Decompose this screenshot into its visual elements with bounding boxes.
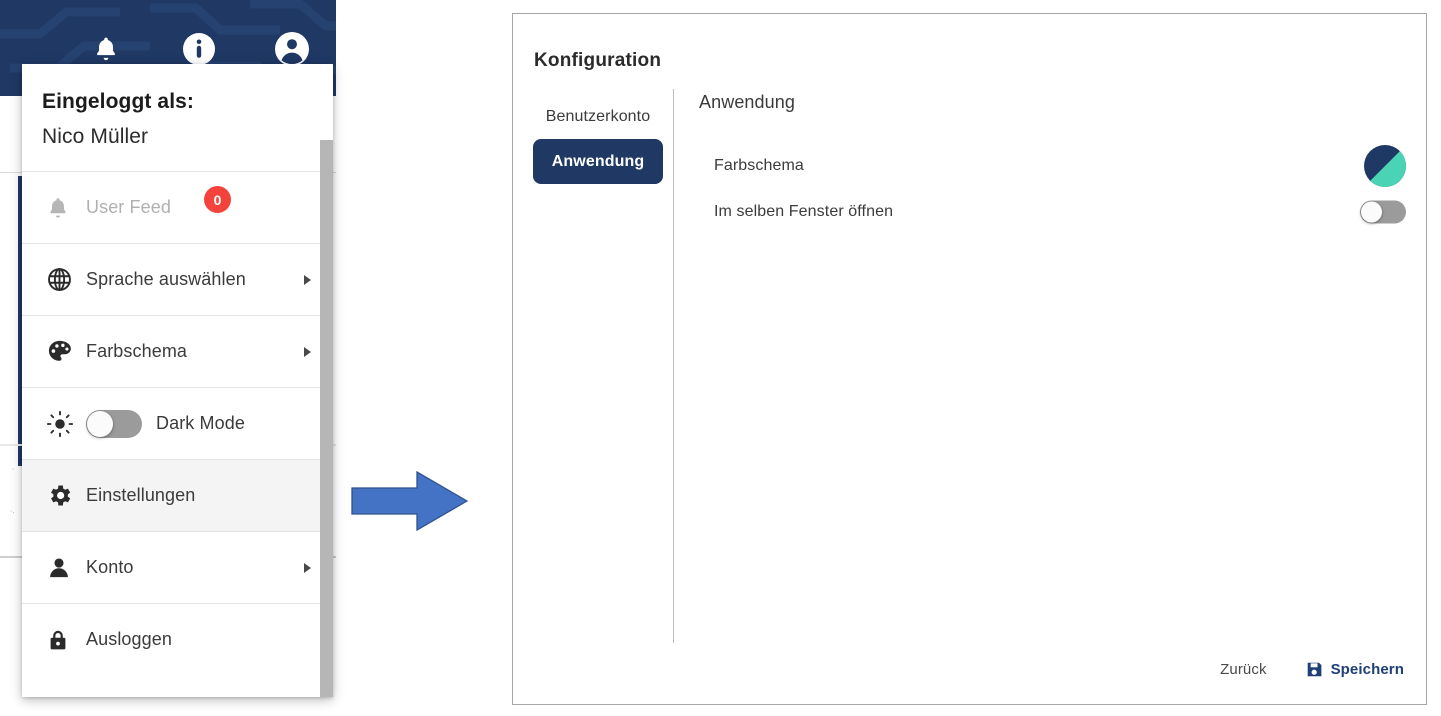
section-title: Anwendung xyxy=(699,92,795,112)
dialog-footer: Zurück Speichern xyxy=(1220,660,1404,679)
tab-benutzerkonto[interactable]: Benutzerkonto xyxy=(533,94,663,139)
setting-row-open-same-window: Im selben Fenster öffnen xyxy=(688,189,1408,235)
globe-icon xyxy=(46,266,86,293)
tab-label: Anwendung xyxy=(551,152,645,170)
menu-item-label: Konto xyxy=(86,557,134,577)
dark-mode-toggle[interactable] xyxy=(86,409,142,438)
save-disk-icon xyxy=(1305,660,1324,679)
chevron-right-icon xyxy=(304,346,311,357)
menu-item-logout[interactable]: Ausloggen xyxy=(22,604,333,675)
lock-icon xyxy=(46,627,86,653)
setting-row-color-scheme: Farbschema xyxy=(688,143,1408,189)
user-account-icon[interactable] xyxy=(273,30,311,68)
panel-divider xyxy=(673,89,674,643)
chevron-right-icon xyxy=(304,274,311,285)
config-tab-list: Benutzerkonto Anwendung xyxy=(533,94,663,184)
menu-item-label: Sprache auswählen xyxy=(86,269,246,289)
menu-item-user-feed[interactable]: User Feed 0 xyxy=(22,172,333,243)
menu-divider xyxy=(22,315,333,316)
menu-scrollbar-thumb[interactable] xyxy=(320,140,333,697)
gear-icon xyxy=(46,482,86,509)
menu-divider xyxy=(22,171,333,172)
setting-control xyxy=(1364,145,1406,187)
menu-item-dark-mode[interactable]: Dark Mode xyxy=(22,388,333,459)
menu-item-label: User Feed xyxy=(86,197,171,217)
bell-icon xyxy=(46,195,86,221)
person-icon xyxy=(46,555,86,581)
flow-arrow-right xyxy=(351,470,468,532)
setting-label: Im selben Fenster öffnen xyxy=(714,203,894,220)
user-dropdown-menu: Eingeloggt als: Nico Müller User Feed 0 xyxy=(22,64,333,697)
open-same-window-toggle[interactable] xyxy=(1360,200,1406,224)
color-scheme-swatch[interactable] xyxy=(1364,145,1406,187)
sun-icon xyxy=(46,410,86,438)
menu-item-label: Dark Mode xyxy=(156,413,245,433)
toggle-knob xyxy=(1361,201,1382,223)
menu-divider xyxy=(22,243,333,244)
menu-item-label: Farbschema xyxy=(86,341,188,361)
setting-label: Farbschema xyxy=(714,157,804,174)
app-tiny-mark: ·. xyxy=(10,508,15,515)
tab-label: Benutzerkonto xyxy=(545,107,651,125)
config-content: Anwendung Farbschema Im selben Fenster ö… xyxy=(688,92,1408,235)
menu-item-label: Ausloggen xyxy=(86,629,172,649)
page-title: Konfiguration xyxy=(534,50,662,71)
logged-in-label: Eingeloggt als: xyxy=(42,90,195,113)
save-button-label: Speichern xyxy=(1330,661,1404,678)
menu-item-settings[interactable]: Einstellungen xyxy=(22,460,333,531)
back-button[interactable]: Zurück xyxy=(1220,661,1267,678)
chevron-right-icon xyxy=(304,562,311,573)
tab-anwendung[interactable]: Anwendung xyxy=(533,139,663,184)
menu-item-account[interactable]: Konto xyxy=(22,532,333,603)
menu-divider xyxy=(22,603,333,604)
app-tiny-mark: · xyxy=(12,466,15,473)
menu-item-select-language[interactable]: Sprache auswählen xyxy=(22,244,333,315)
save-button[interactable]: Speichern xyxy=(1305,660,1404,679)
menu-divider xyxy=(22,387,333,388)
color-scheme-swatch-secondary xyxy=(1364,145,1406,187)
menu-item-label: Einstellungen xyxy=(86,485,196,505)
menu-divider xyxy=(22,459,333,460)
menu-scrollbar[interactable] xyxy=(320,140,333,697)
setting-control xyxy=(1360,200,1406,224)
menu-header: Eingeloggt als: Nico Müller xyxy=(22,64,333,171)
configuration-dialog: Konfiguration Benutzerkonto Anwendung An… xyxy=(512,13,1427,705)
logged-in-username: Nico Müller xyxy=(42,125,149,148)
toggle-knob xyxy=(87,410,113,437)
palette-icon xyxy=(46,338,86,365)
info-icon[interactable] xyxy=(180,30,218,68)
menu-divider xyxy=(22,531,333,532)
user-feed-count-badge: 0 xyxy=(204,186,231,213)
menu-item-color-scheme[interactable]: Farbschema xyxy=(22,316,333,387)
notifications-bell-icon[interactable] xyxy=(87,30,125,68)
